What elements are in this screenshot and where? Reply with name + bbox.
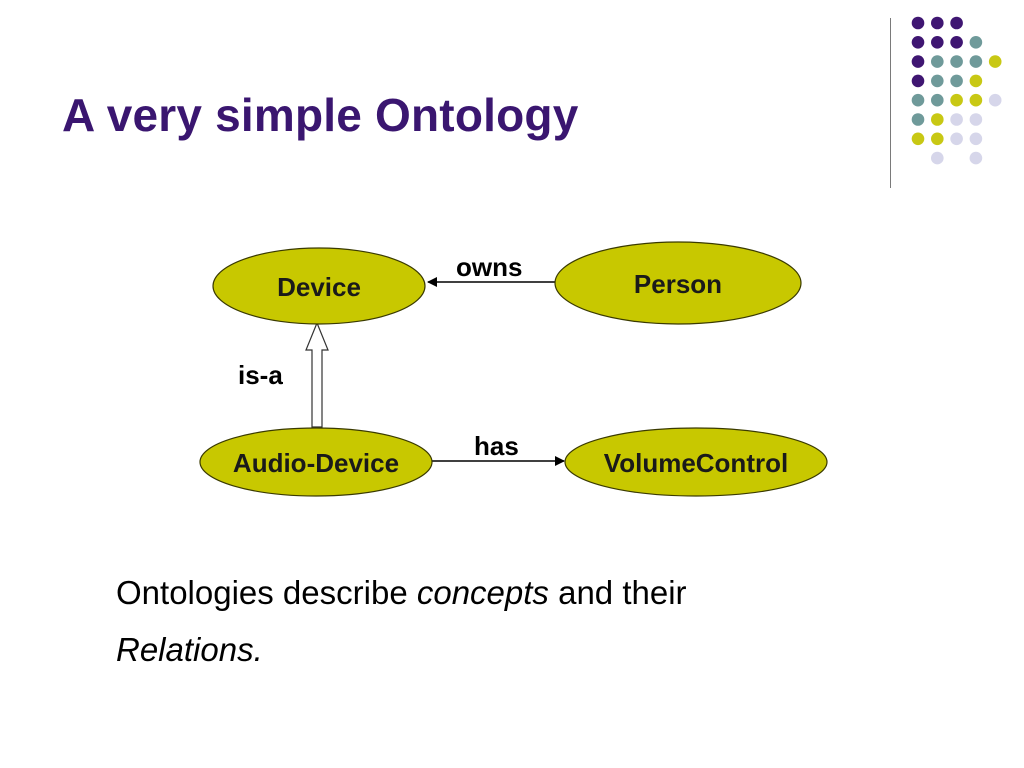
decorative-dot (931, 55, 944, 68)
decorative-dot (950, 16, 963, 30)
decorative-dot (969, 55, 983, 68)
caption-line-1: Ontologies describe concepts and their (116, 564, 916, 621)
slide-title: A very simple Ontology (62, 89, 579, 141)
decorative-dot (911, 74, 925, 88)
decorative-dot (931, 16, 944, 30)
caption-text-1: Ontologies describe (116, 574, 417, 611)
decorative-dot (931, 36, 944, 49)
is-a-edge-label: is-a (238, 360, 283, 390)
decorative-dot (969, 113, 983, 126)
caption-relations: Relations. (116, 631, 263, 668)
decorative-dot (931, 74, 944, 88)
decorative-dot (911, 16, 925, 30)
caption-text-2: and their (548, 574, 687, 611)
audio-device-node-label: Audio-Device (233, 448, 399, 478)
owns-edge-label: owns (456, 252, 522, 282)
decorative-dot (969, 74, 983, 88)
decorative-dot (911, 113, 925, 126)
decorative-dot (950, 74, 963, 88)
audio-device-node: Audio-Device (199, 427, 433, 497)
decorative-dot (950, 93, 963, 107)
caption-concepts: concepts (416, 574, 549, 611)
volume-control-node-label: VolumeControl (604, 448, 788, 478)
caption: Ontologies describe concepts and their R… (116, 564, 916, 678)
device-node-label: Device (277, 272, 361, 302)
decorative-dot (911, 55, 925, 68)
decorative-dot (911, 132, 925, 146)
decorative-dot (969, 93, 983, 107)
decorative-dot (988, 93, 1002, 107)
volume-control-node: VolumeControl (564, 427, 828, 497)
decorative-dot (969, 132, 983, 146)
decorative-dot (950, 113, 963, 126)
is-a-edge-arrow (305, 321, 329, 428)
decorative-dot (911, 36, 925, 49)
caption-line-2: Relations. (116, 621, 916, 678)
decorative-dot-grid (911, 16, 1002, 165)
has-edge-label: has (474, 431, 519, 461)
decorative-dot (950, 132, 963, 146)
person-node: Person (554, 241, 802, 325)
decorative-dot (988, 55, 1002, 68)
decorative-dot (969, 36, 983, 49)
ontology-diagram: owns is-a has Device Person Audio-Device… (199, 241, 828, 497)
decorative-dot (931, 113, 944, 126)
decorative-dot (950, 55, 963, 68)
decorative-dot (950, 36, 963, 49)
decorative-dot (931, 151, 944, 165)
person-node-label: Person (634, 269, 722, 299)
decorative-dot (931, 132, 944, 146)
decorative-dot (931, 93, 944, 107)
decorative-dot (911, 93, 925, 107)
device-node: Device (212, 247, 426, 325)
decorative-divider-line (890, 18, 891, 188)
decorative-dot (969, 151, 983, 165)
